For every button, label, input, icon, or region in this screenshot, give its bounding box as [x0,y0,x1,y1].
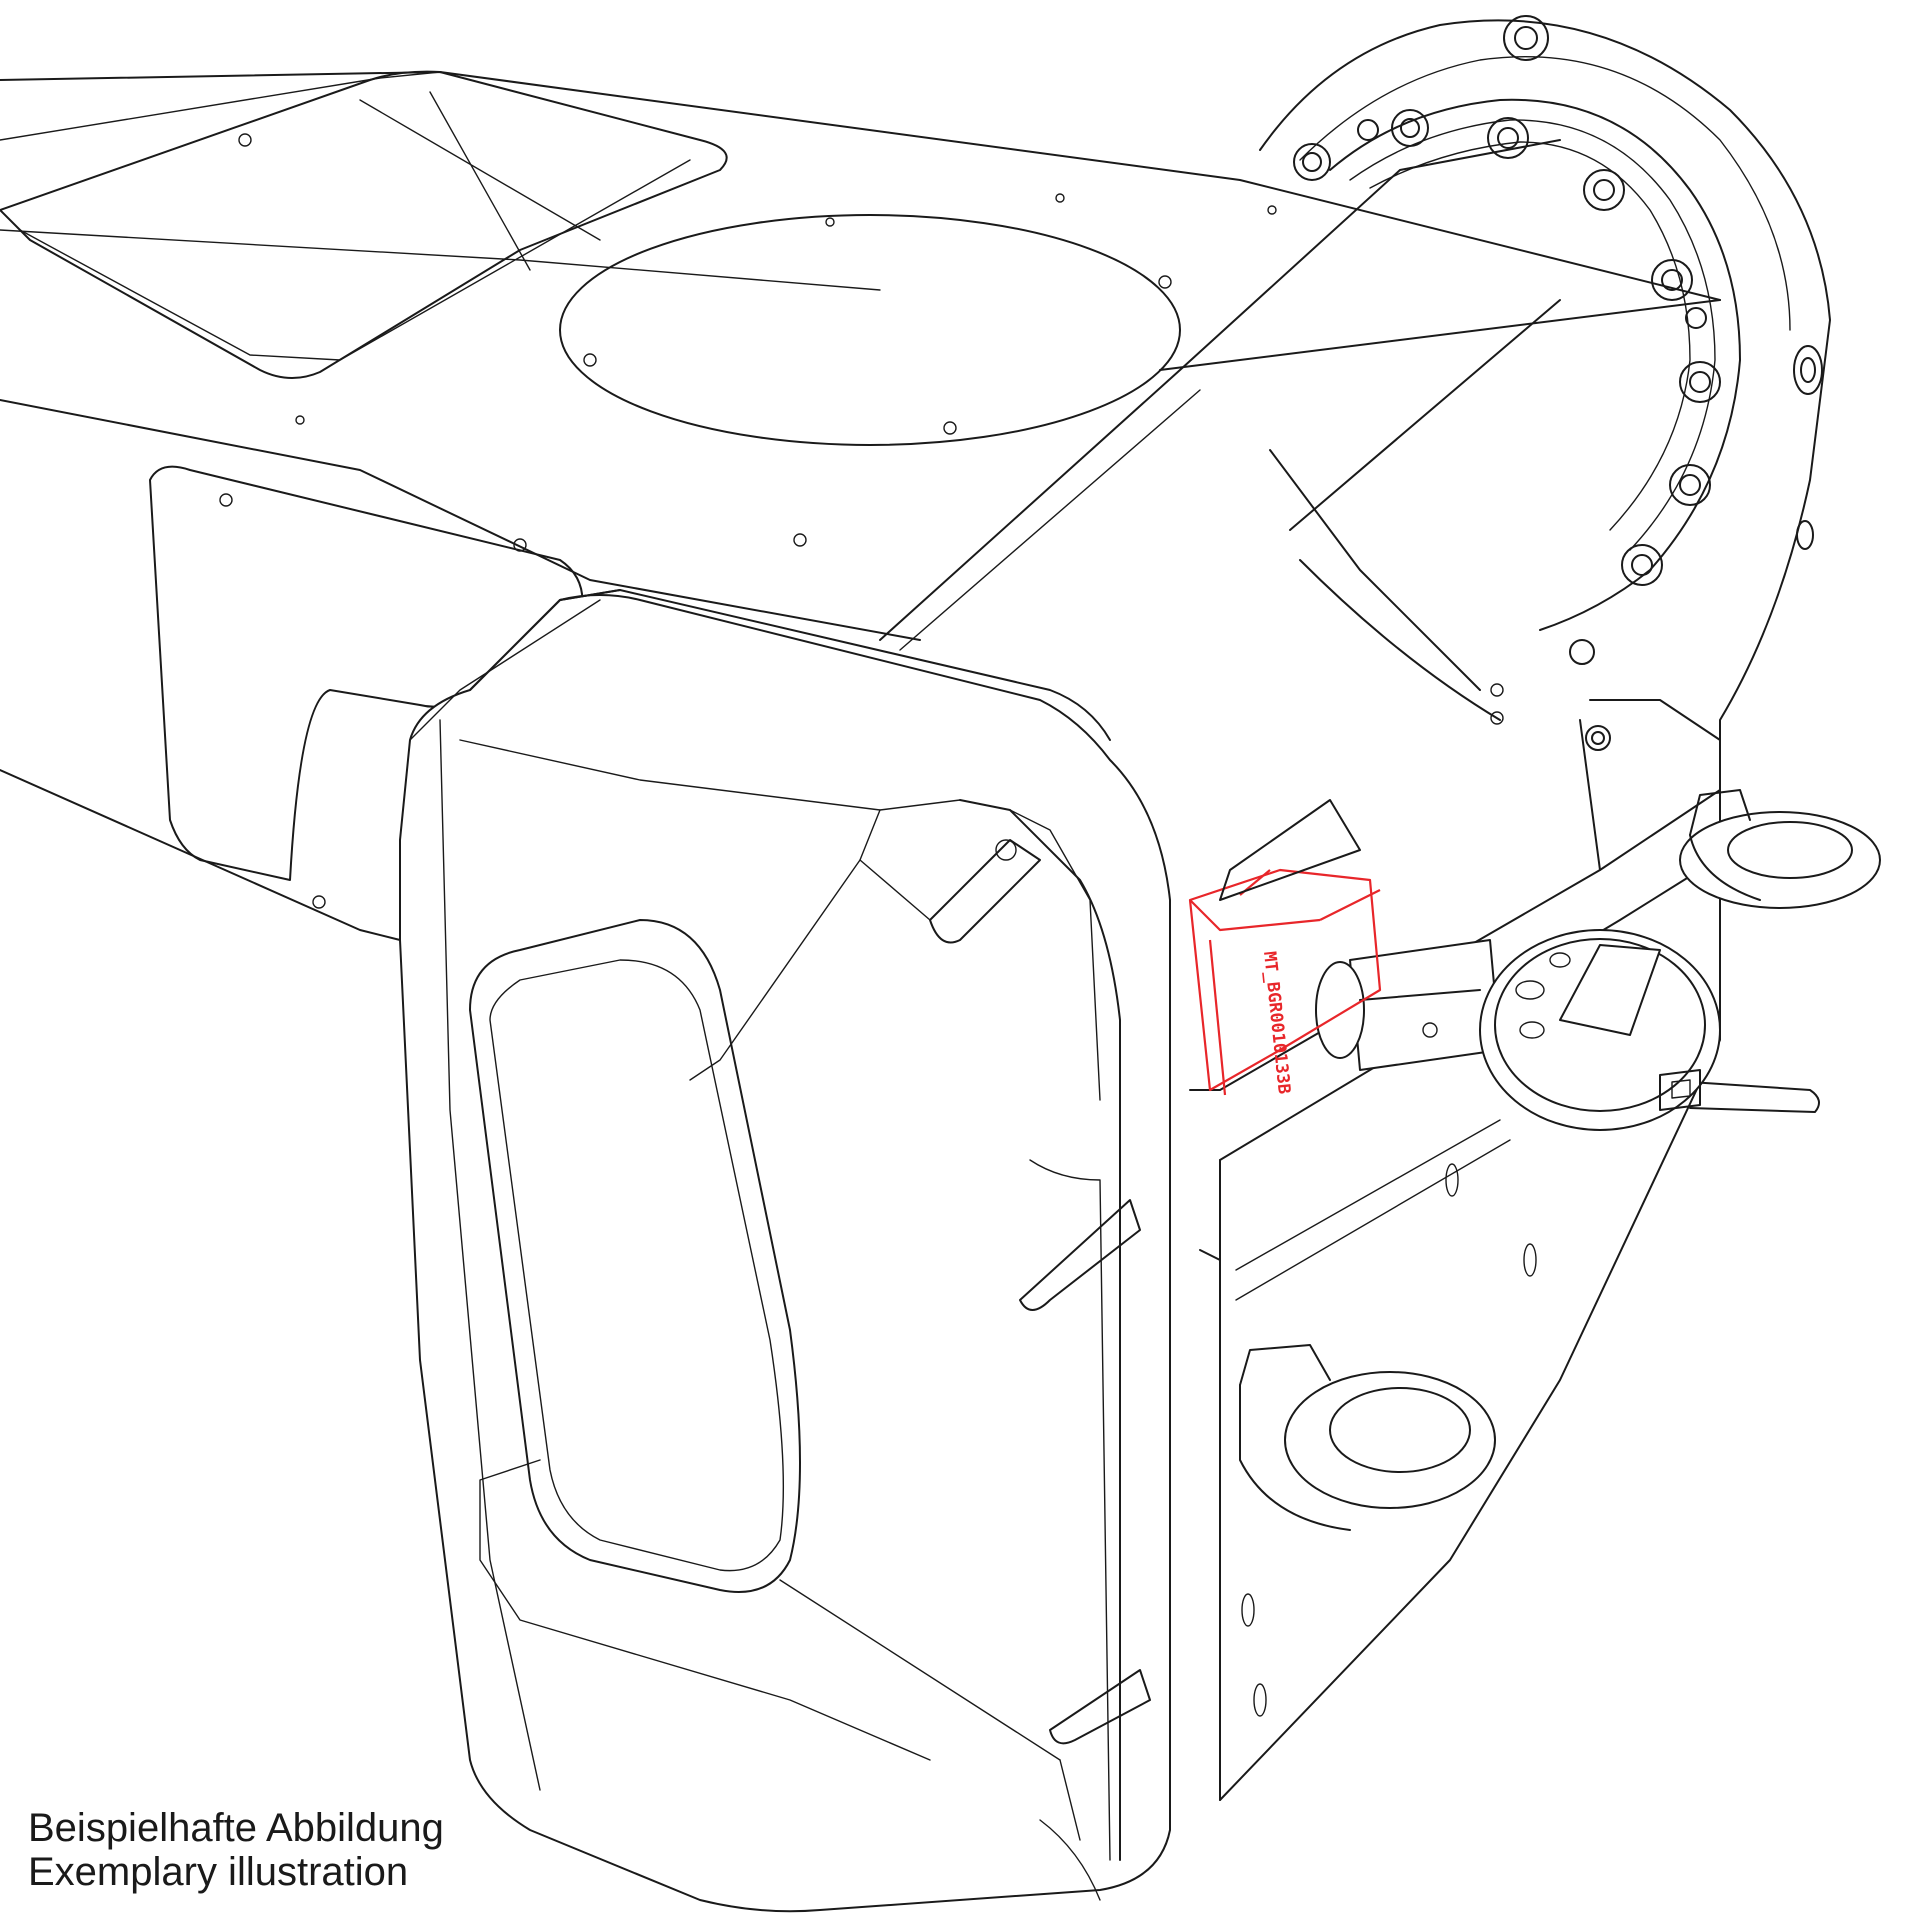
sensor-label: MT_BGR0010133B [1259,950,1294,1095]
motor-cover-box [399,589,1171,1913]
round-cover [559,214,1181,446]
dial-gauge [1315,929,1820,1131]
rotary-joint [1259,15,1831,901]
caption-english: Exemplary illustration [28,1850,409,1894]
upper-arm-body [0,70,1721,941]
lower-bracket [1189,699,1721,1801]
eye-bolt-lower [1239,1344,1496,1531]
flange-bolts [1293,15,1823,751]
figure-caption: Beispielhafte Abbildung Exemplary illust… [28,1806,444,1894]
gauge-display [1559,944,1661,1036]
eye-bolt-upper [1679,789,1881,909]
caption-german: Beispielhafte Abbildung [28,1806,444,1850]
